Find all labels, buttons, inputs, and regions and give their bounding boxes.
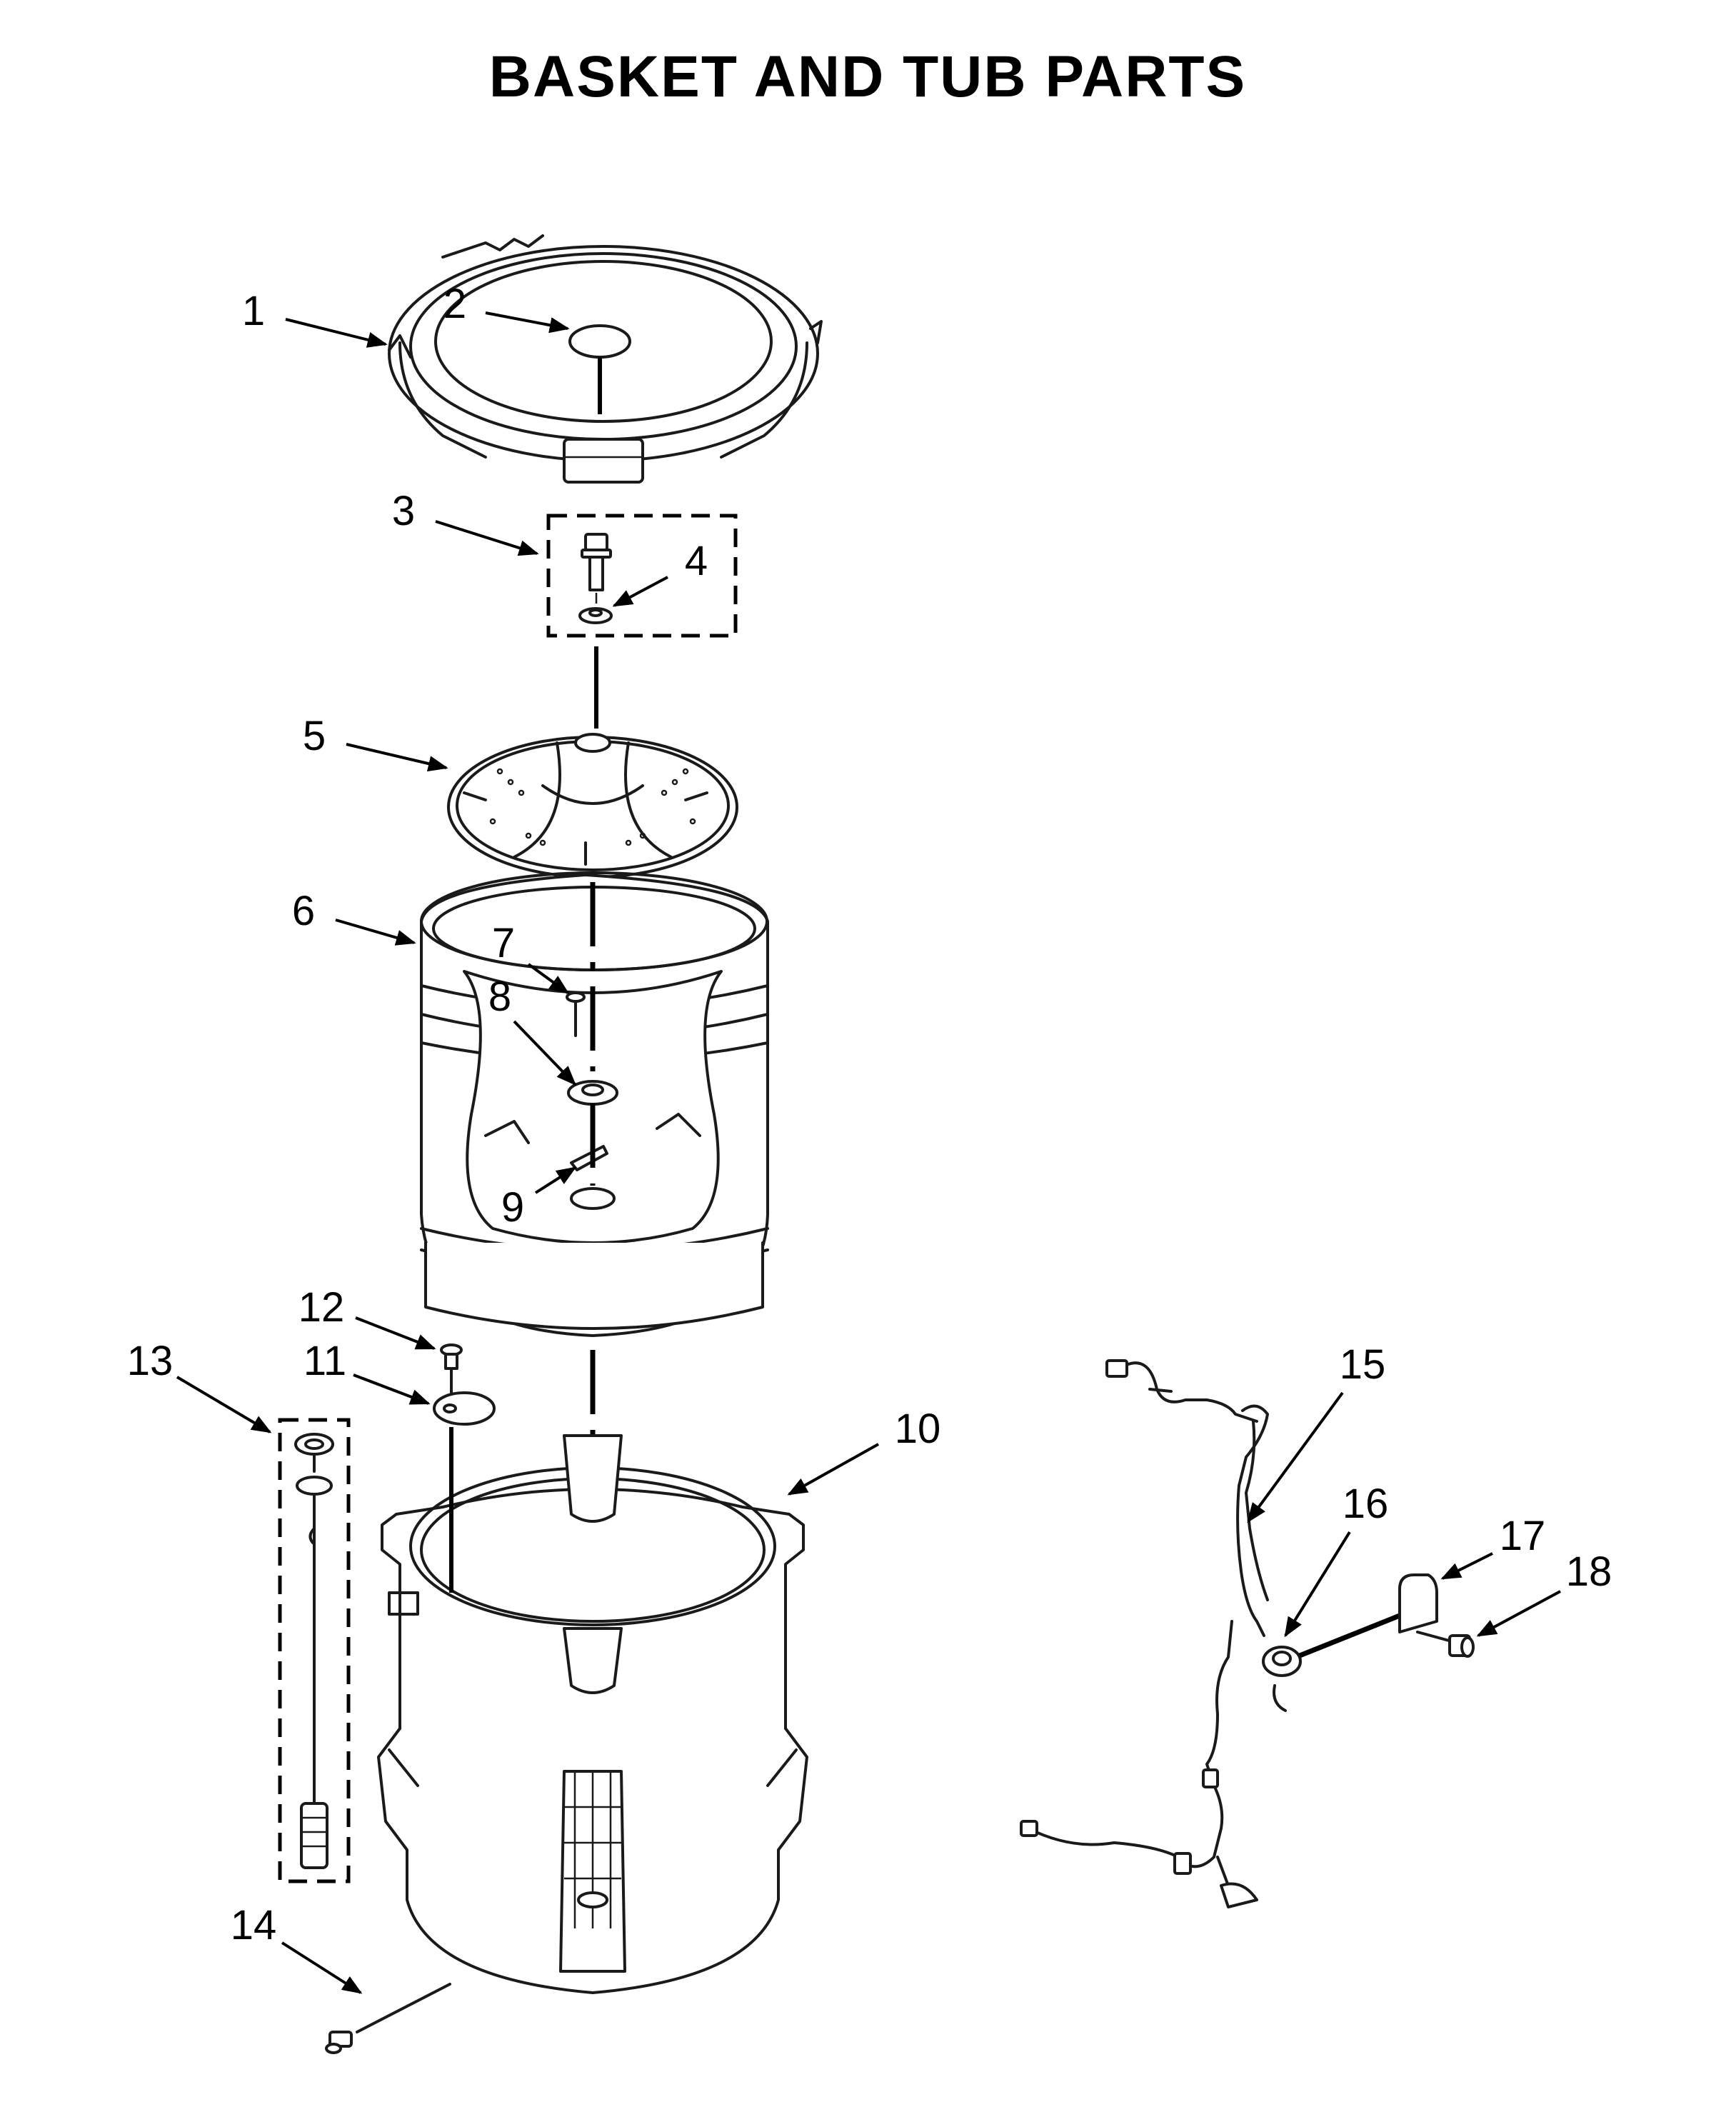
callout-12: 12 xyxy=(298,1284,436,1350)
leader-arrow-14 xyxy=(281,1941,363,1994)
leader-arrow-11 xyxy=(353,1373,431,1405)
callout-label-13: 13 xyxy=(127,1338,174,1384)
callout-label-15: 15 xyxy=(1340,1341,1386,1388)
callout-8: 8 xyxy=(488,974,576,1086)
leader-arrow-10 xyxy=(787,1443,879,1496)
tub-ring-cap-part xyxy=(568,324,631,414)
callout-6: 6 xyxy=(292,888,416,946)
basket-bottom-part xyxy=(424,1241,764,1330)
outer-tub-part xyxy=(377,1434,808,1994)
leader-arrow-6 xyxy=(335,919,416,946)
callout-label-2: 2 xyxy=(443,281,466,327)
callout-label-9: 9 xyxy=(501,1184,524,1231)
callout-label-18: 18 xyxy=(1566,1548,1612,1595)
callout-14: 14 xyxy=(231,1902,363,1994)
drive-hub-part xyxy=(567,1080,618,1106)
leader-arrow-12 xyxy=(355,1316,436,1350)
grommet-part xyxy=(1262,1646,1302,1712)
leader-arrow-3 xyxy=(435,520,539,556)
callout-label-7: 7 xyxy=(492,920,515,966)
callout-3: 3 xyxy=(392,488,539,556)
callout-label-5: 5 xyxy=(303,713,326,759)
basket-bolt-part xyxy=(581,533,612,604)
leader-arrow-13 xyxy=(176,1376,272,1433)
callout-label-11: 11 xyxy=(303,1338,346,1384)
bracket-part xyxy=(1398,1573,1438,1633)
leader-arrow-16 xyxy=(1284,1531,1351,1638)
callout-label-1: 1 xyxy=(242,288,265,334)
suspension-kit-box xyxy=(278,1418,351,1883)
vent-cap-part xyxy=(433,1391,496,1426)
callout-label-14: 14 xyxy=(231,1902,277,1948)
leader-arrow-8 xyxy=(513,1020,576,1086)
leader-arrow-18 xyxy=(1476,1590,1561,1637)
callout-15: 15 xyxy=(1247,1341,1386,1523)
diagram-title: BASKET AND TUB PARTS xyxy=(489,44,1246,109)
callout-10: 10 xyxy=(787,1406,941,1496)
basket-drive-hub-lower xyxy=(570,1187,616,1210)
callout-16: 16 xyxy=(1284,1481,1389,1638)
bracket-screw-part xyxy=(1416,1631,1475,1658)
callout-7: 7 xyxy=(492,920,570,994)
callout-label-10: 10 xyxy=(895,1406,941,1452)
callout-18: 18 xyxy=(1476,1548,1612,1637)
callout-1: 1 xyxy=(242,288,388,348)
leader-arrow-5 xyxy=(346,743,448,772)
callout-label-12: 12 xyxy=(298,1284,345,1331)
leader-arrow-2 xyxy=(485,311,570,334)
callout-9: 9 xyxy=(501,1166,577,1231)
leader-arrow-15 xyxy=(1247,1391,1344,1523)
leader-arrow-17 xyxy=(1440,1552,1493,1580)
callout-4: 4 xyxy=(612,538,708,607)
leader-arrow-9 xyxy=(534,1166,577,1194)
callout-label-4: 4 xyxy=(685,538,708,584)
callout-11: 11 xyxy=(303,1338,431,1405)
tub-ring-part xyxy=(388,234,823,484)
sensor-probe-part xyxy=(325,1983,451,2054)
leader-arrow-4 xyxy=(612,576,668,607)
washer-part xyxy=(578,607,613,624)
callout-label-17: 17 xyxy=(1500,1513,1546,1559)
callout-13: 13 xyxy=(127,1338,272,1433)
bolt-kit-box xyxy=(546,514,738,638)
callout-2: 2 xyxy=(443,281,570,334)
suspension-rod-part xyxy=(294,1433,334,1869)
vent-screw-part xyxy=(440,1343,463,1394)
callout-17: 17 xyxy=(1440,1513,1546,1580)
impeller-part xyxy=(447,733,738,879)
wire-harness-part xyxy=(1020,1359,1269,1908)
leader-arrow-1 xyxy=(285,318,388,348)
callout-label-8: 8 xyxy=(488,974,511,1020)
leader-arrow-7 xyxy=(527,963,570,994)
callout-label-3: 3 xyxy=(392,488,415,534)
callout-label-16: 16 xyxy=(1343,1481,1389,1527)
callout-5: 5 xyxy=(303,713,448,772)
callout-label-6: 6 xyxy=(292,888,315,934)
screw-part xyxy=(566,991,586,1037)
